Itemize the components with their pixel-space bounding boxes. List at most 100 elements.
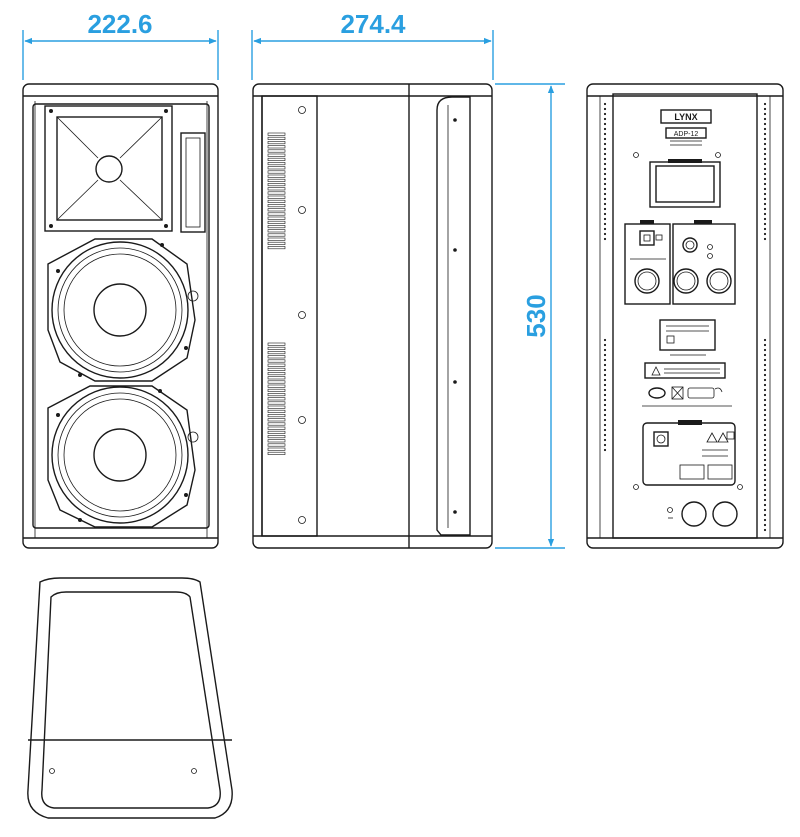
vent-slot — [267, 170, 286, 174]
rail-hole — [603, 403, 607, 407]
rail-hole — [603, 132, 607, 136]
rail-hole — [763, 453, 767, 457]
vent-slot — [267, 418, 286, 422]
rail-hole — [763, 107, 767, 111]
rail-hole — [763, 458, 767, 462]
vent-slot — [267, 178, 286, 182]
model-plate: ADP-12 — [665, 127, 707, 139]
rail-hole — [763, 503, 767, 507]
vent-slot — [267, 183, 286, 187]
power-panel — [633, 420, 743, 490]
rail-hole — [763, 393, 767, 397]
top-view — [27, 577, 233, 819]
vent-slot — [267, 149, 286, 153]
vent-slot — [267, 136, 286, 140]
vent-slot — [267, 225, 286, 229]
vent-slot — [267, 367, 286, 371]
rail-hole — [763, 513, 767, 517]
rail-hole — [603, 448, 607, 452]
vent-slot — [267, 426, 286, 430]
rail-hole — [603, 222, 607, 226]
rail-hole — [763, 187, 767, 191]
vent-slot — [267, 401, 286, 405]
rail-hole — [603, 147, 607, 151]
rail-hole — [763, 388, 767, 392]
rail-hole — [763, 197, 767, 201]
rail-hole — [763, 518, 767, 522]
rail-hole — [603, 363, 607, 367]
side-view — [252, 83, 493, 549]
rail-hole — [603, 212, 607, 216]
vent-slot — [267, 199, 286, 203]
rail-hole — [763, 368, 767, 372]
depth-dimension-label: 274.4 — [340, 9, 406, 39]
rail-hole — [763, 142, 767, 146]
vent-slot — [267, 132, 286, 136]
rail-hole — [763, 498, 767, 502]
vent-slot — [267, 451, 286, 455]
rail-hole — [763, 478, 767, 482]
rail-hole — [603, 433, 607, 437]
rail-hole — [763, 488, 767, 492]
rail-hole — [763, 423, 767, 427]
vent-slot — [267, 414, 286, 418]
vent-slot — [267, 246, 286, 250]
rail-hole — [603, 202, 607, 206]
rail-hole — [763, 162, 767, 166]
rail-hole — [763, 383, 767, 387]
rail-hole — [763, 202, 767, 206]
vent-slot — [267, 351, 286, 355]
vent-slot — [267, 191, 286, 195]
rail-hole — [603, 162, 607, 166]
rail-hole — [763, 157, 767, 161]
rail-hole — [763, 152, 767, 156]
vent-slot — [267, 220, 286, 224]
rail-hole — [763, 398, 767, 402]
rail-hole — [763, 353, 767, 357]
brand-logo: LYNX — [660, 109, 712, 124]
horn-tweeter — [44, 105, 173, 232]
rail-hole — [763, 343, 767, 347]
depth-dimension: 274.4 — [251, 9, 494, 80]
rear-view: LYNX ADP-12 — [586, 83, 784, 549]
rail-hole — [603, 438, 607, 442]
powercon-connectors — [667, 501, 738, 527]
vent-slot — [267, 384, 286, 388]
rail-hole — [763, 493, 767, 497]
rail-hole — [603, 338, 607, 342]
rail-hole — [603, 172, 607, 176]
vent-slot — [267, 376, 286, 380]
rail-hole — [763, 373, 767, 377]
vent-slot — [267, 233, 286, 237]
vent-slot — [267, 212, 286, 216]
rail-hole — [763, 483, 767, 487]
vent-slot — [267, 422, 286, 426]
vent-slot — [267, 363, 286, 367]
vent-slot — [267, 195, 286, 199]
rail-hole — [603, 107, 607, 111]
rail-hole — [603, 343, 607, 347]
vent-slot — [267, 393, 286, 397]
rail-hole — [603, 117, 607, 121]
rail-hole — [603, 408, 607, 412]
rail-hole — [603, 137, 607, 141]
rail-hole — [603, 177, 607, 181]
rail-hole — [603, 443, 607, 447]
rail-hole — [763, 102, 767, 106]
rail-hole — [763, 403, 767, 407]
vent-slot — [267, 447, 286, 451]
rail-hole — [603, 413, 607, 417]
rail-hole — [603, 368, 607, 372]
rail-hole — [603, 182, 607, 186]
output-panel — [672, 220, 736, 305]
vent-slot — [267, 174, 286, 178]
rail-hole — [603, 157, 607, 161]
rail-hole — [763, 378, 767, 382]
warning-label — [644, 362, 726, 379]
vent-slot — [267, 342, 286, 346]
vent-slot — [267, 208, 286, 212]
vent-slot — [267, 380, 286, 384]
certification-marks — [642, 386, 732, 407]
rail-hole — [763, 508, 767, 512]
